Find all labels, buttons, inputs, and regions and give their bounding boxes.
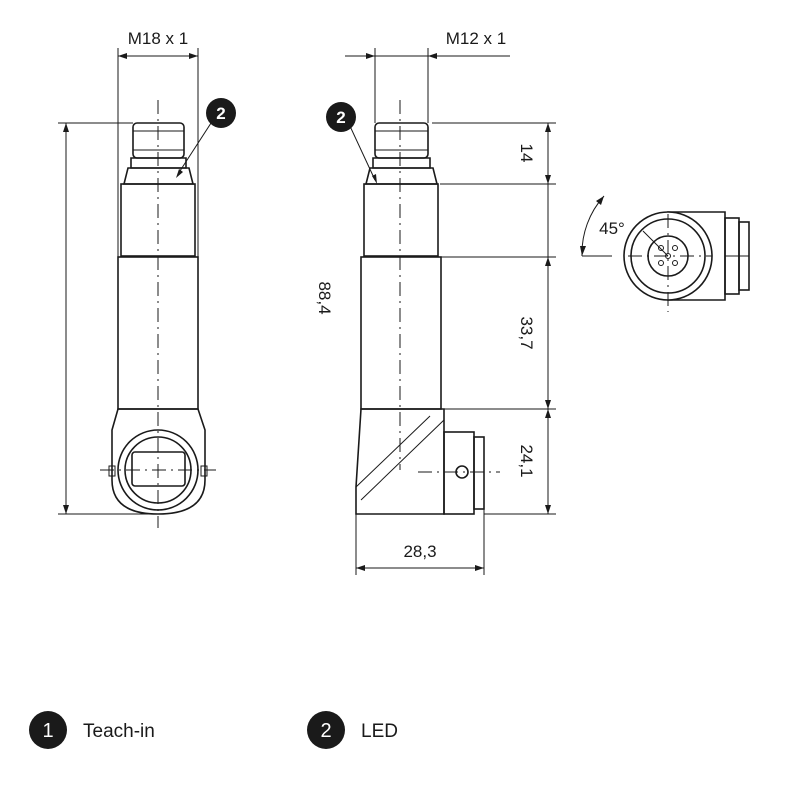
front-led-badge	[206, 98, 236, 128]
legend-number-2: 2	[320, 720, 331, 742]
connector-length-label: 14	[517, 144, 536, 163]
front-led-leader	[177, 119, 214, 175]
side-connector	[374, 122, 429, 159]
side-plug	[443, 431, 475, 515]
legend-label-2: LED	[361, 721, 398, 742]
front-view: M18 x 1 2	[58, 29, 236, 528]
side-angled-head	[355, 408, 445, 515]
overall-length-label: 88,4	[315, 281, 334, 314]
front-head	[111, 408, 206, 515]
side-thread-label: M12 x 1	[446, 29, 506, 48]
width-label: 28,3	[403, 542, 436, 561]
body-length-label: 33,7	[517, 316, 536, 349]
angle-line	[642, 230, 669, 257]
legend: 1 Teach-in 2 LED	[29, 711, 398, 749]
head-length-label: 24,1	[517, 444, 536, 477]
teach-in-button	[131, 451, 186, 487]
legend-badge-2	[307, 711, 345, 749]
legend-label-1: Teach-in	[83, 721, 155, 742]
front-led-number: 2	[216, 104, 225, 123]
front-upper-body	[120, 183, 196, 257]
side-led-badge	[326, 102, 356, 132]
side-led-leader	[348, 123, 376, 181]
legend-number-1: 1	[42, 720, 53, 742]
side-led-number: 2	[336, 108, 345, 127]
front-thread-label: M18 x 1	[128, 29, 188, 48]
connector-end-view: 45°	[580, 195, 750, 312]
angle-label: 45°	[599, 219, 625, 238]
legend-item-teach-in: 1 Teach-in	[29, 711, 155, 749]
legend-badge-1	[29, 711, 67, 749]
side-main-body	[360, 256, 442, 410]
side-view: M12 x 1 2 28,3	[326, 29, 556, 575]
side-upper-body	[363, 183, 439, 257]
legend-item-led: 2 LED	[307, 711, 398, 749]
